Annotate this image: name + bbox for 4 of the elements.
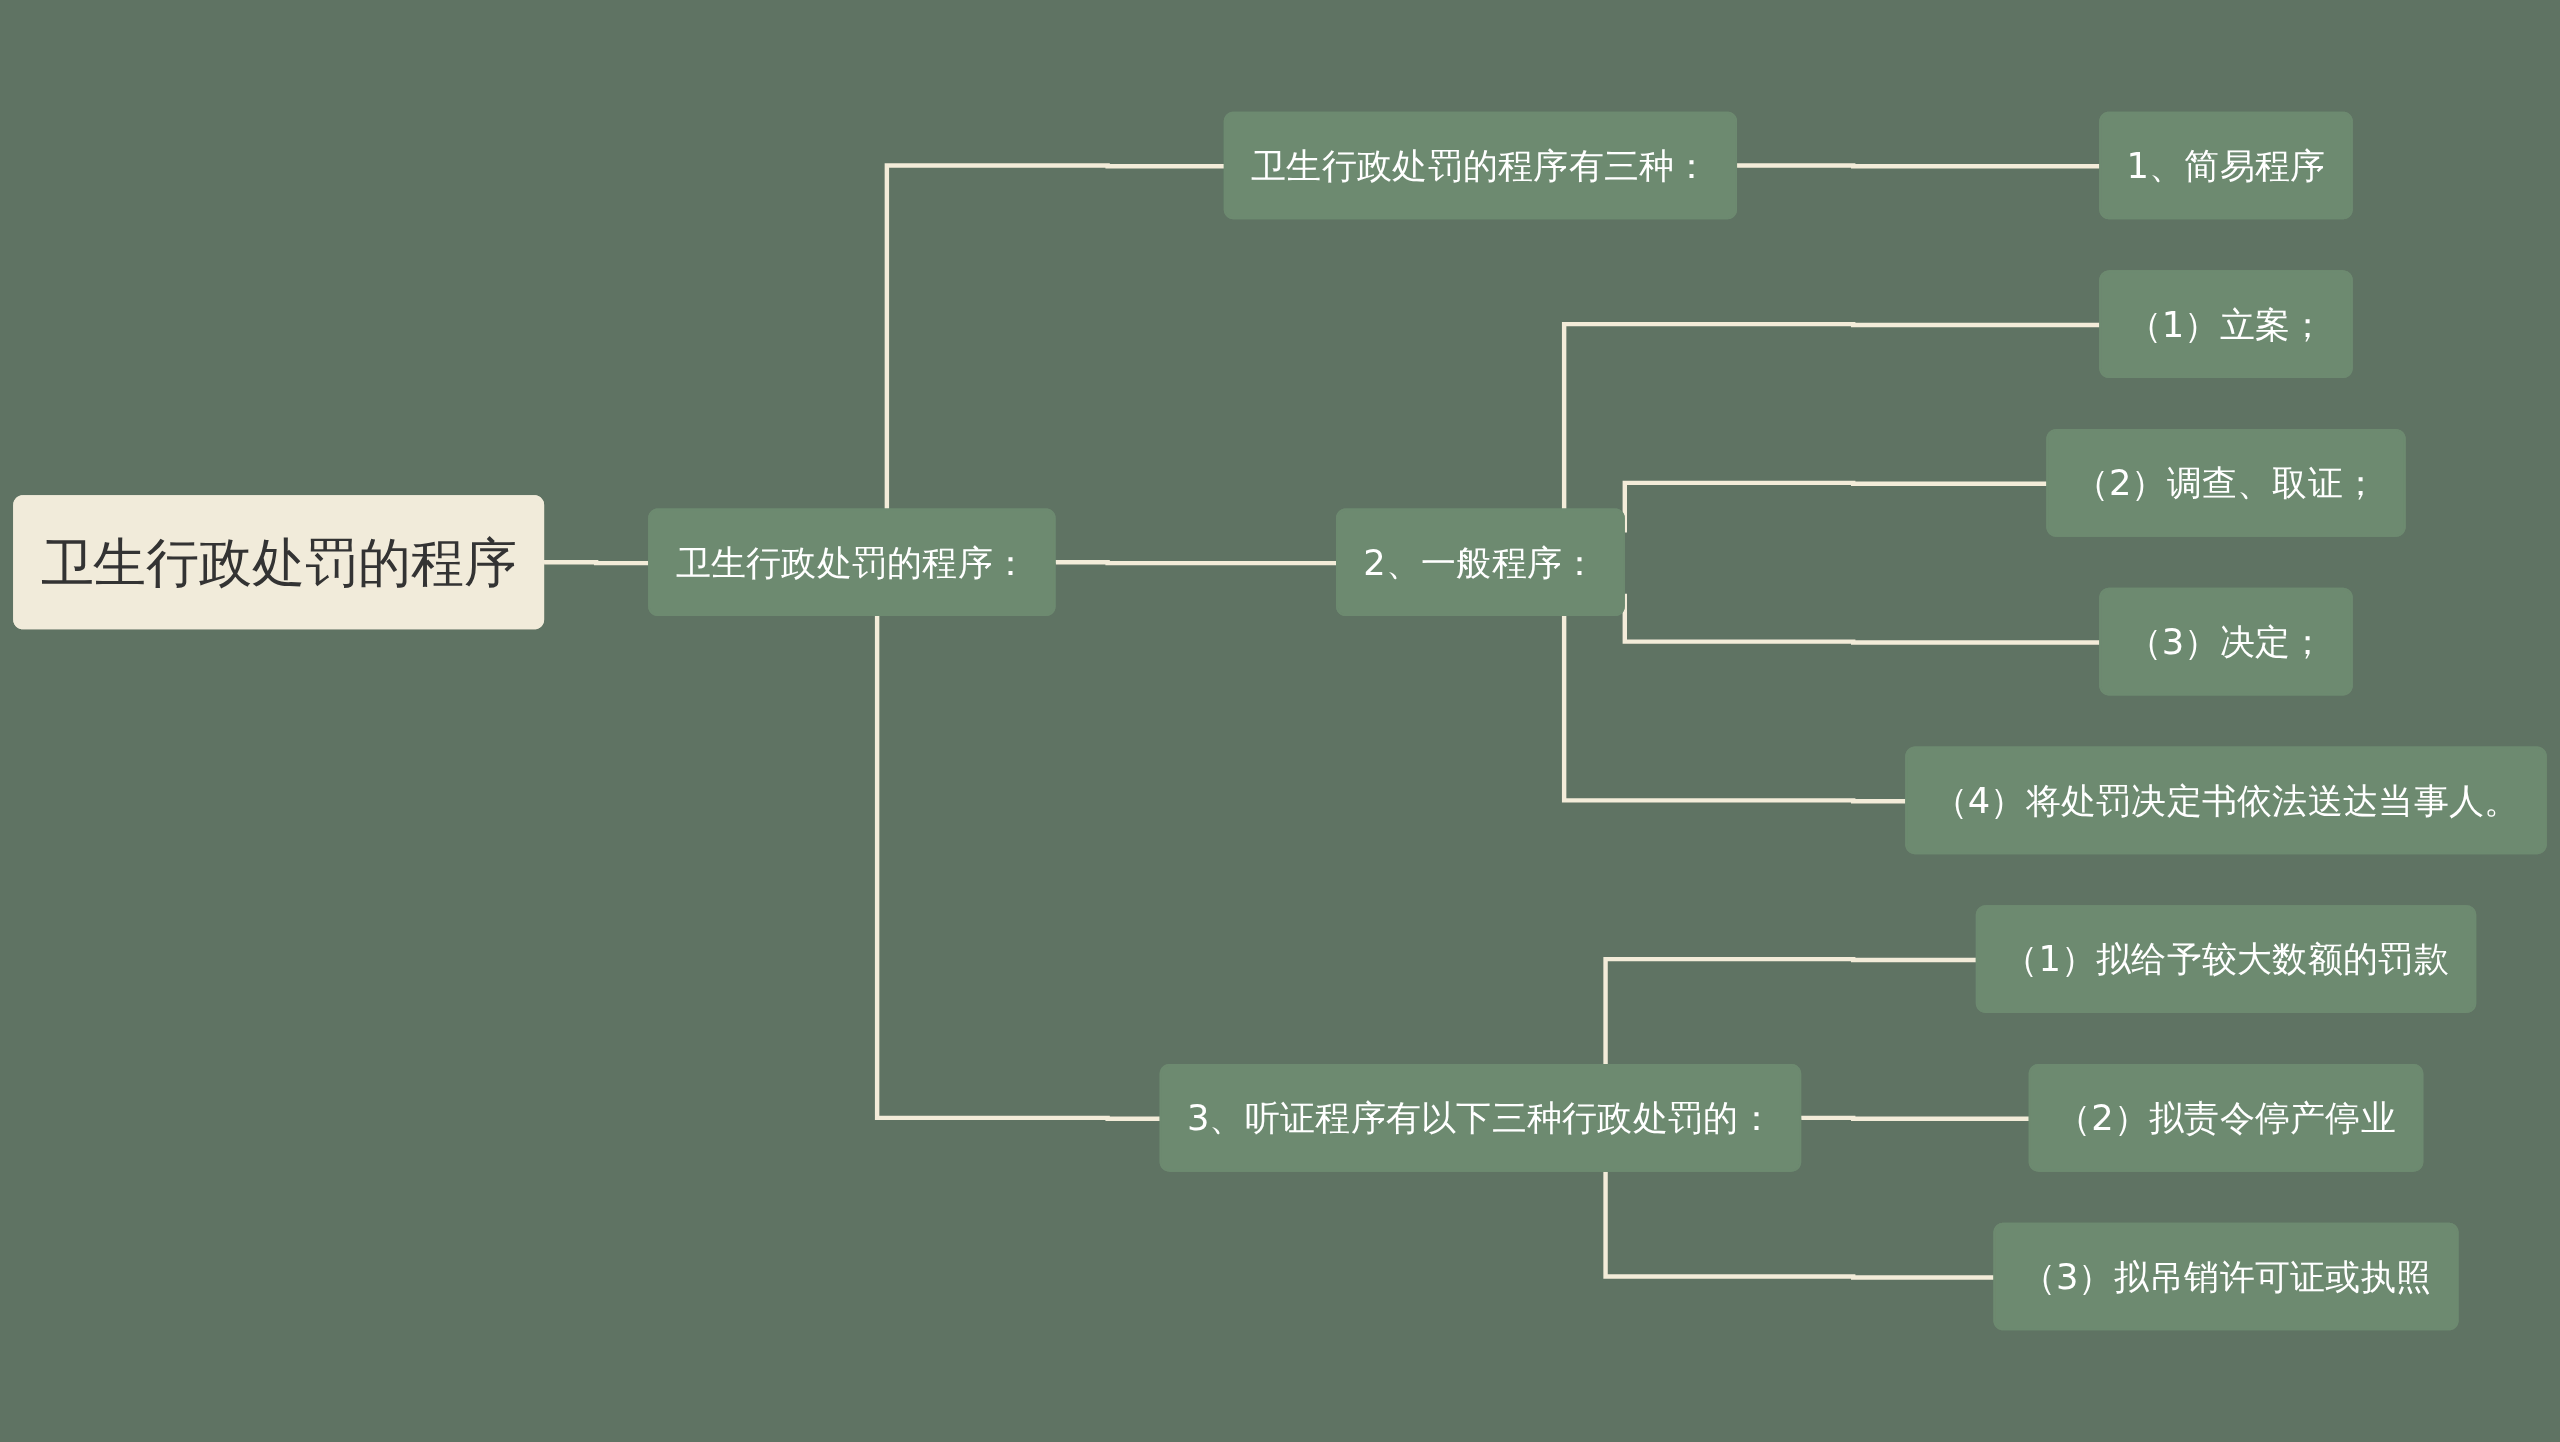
connector: [1561, 616, 1907, 804]
connector: [1053, 560, 1338, 566]
connector: [1622, 593, 2101, 645]
connector: [1561, 321, 2101, 511]
